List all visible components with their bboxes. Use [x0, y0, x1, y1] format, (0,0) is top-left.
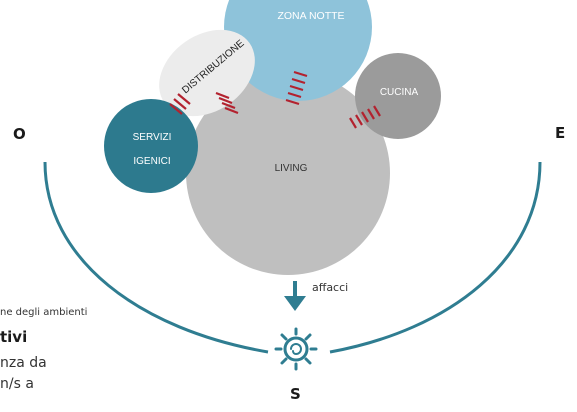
living-room-circle: [186, 71, 390, 275]
living-label: LIVING: [275, 163, 308, 174]
side-text-line2: tivi: [0, 328, 28, 346]
south-label: S: [290, 385, 301, 403]
distribuzione-ellipse: [159, 29, 255, 117]
zona-notte-label: ZONA NOTTE: [277, 10, 344, 22]
hatch-distribuzione-servizi: [169, 93, 191, 115]
side-text-line1: ne degli ambienti: [0, 307, 88, 318]
side-text-line3: nza da: [0, 355, 47, 371]
sun-icon: [274, 327, 318, 371]
hatch-cucina-living: [349, 105, 381, 129]
west-label: O: [13, 125, 26, 143]
hatch-notte-living: [285, 70, 308, 106]
servizi-label-line2: IGENICI: [133, 156, 170, 167]
zona-notte-circle: [224, 0, 372, 101]
cucina-circle: [355, 53, 441, 139]
servizi-label-line1: SERVIZI: [133, 132, 172, 143]
affacci-label: affacci: [312, 281, 348, 294]
orientation-arc: [43, 161, 542, 354]
hatch-distribuzione-living: [215, 91, 239, 115]
cucina-label: CUCINA: [380, 87, 419, 98]
east-label: E: [555, 124, 566, 142]
down-arrow-icon: [284, 281, 306, 311]
side-text-line4: n/s a: [0, 376, 34, 392]
servizi-igenici-circle: [104, 99, 198, 193]
